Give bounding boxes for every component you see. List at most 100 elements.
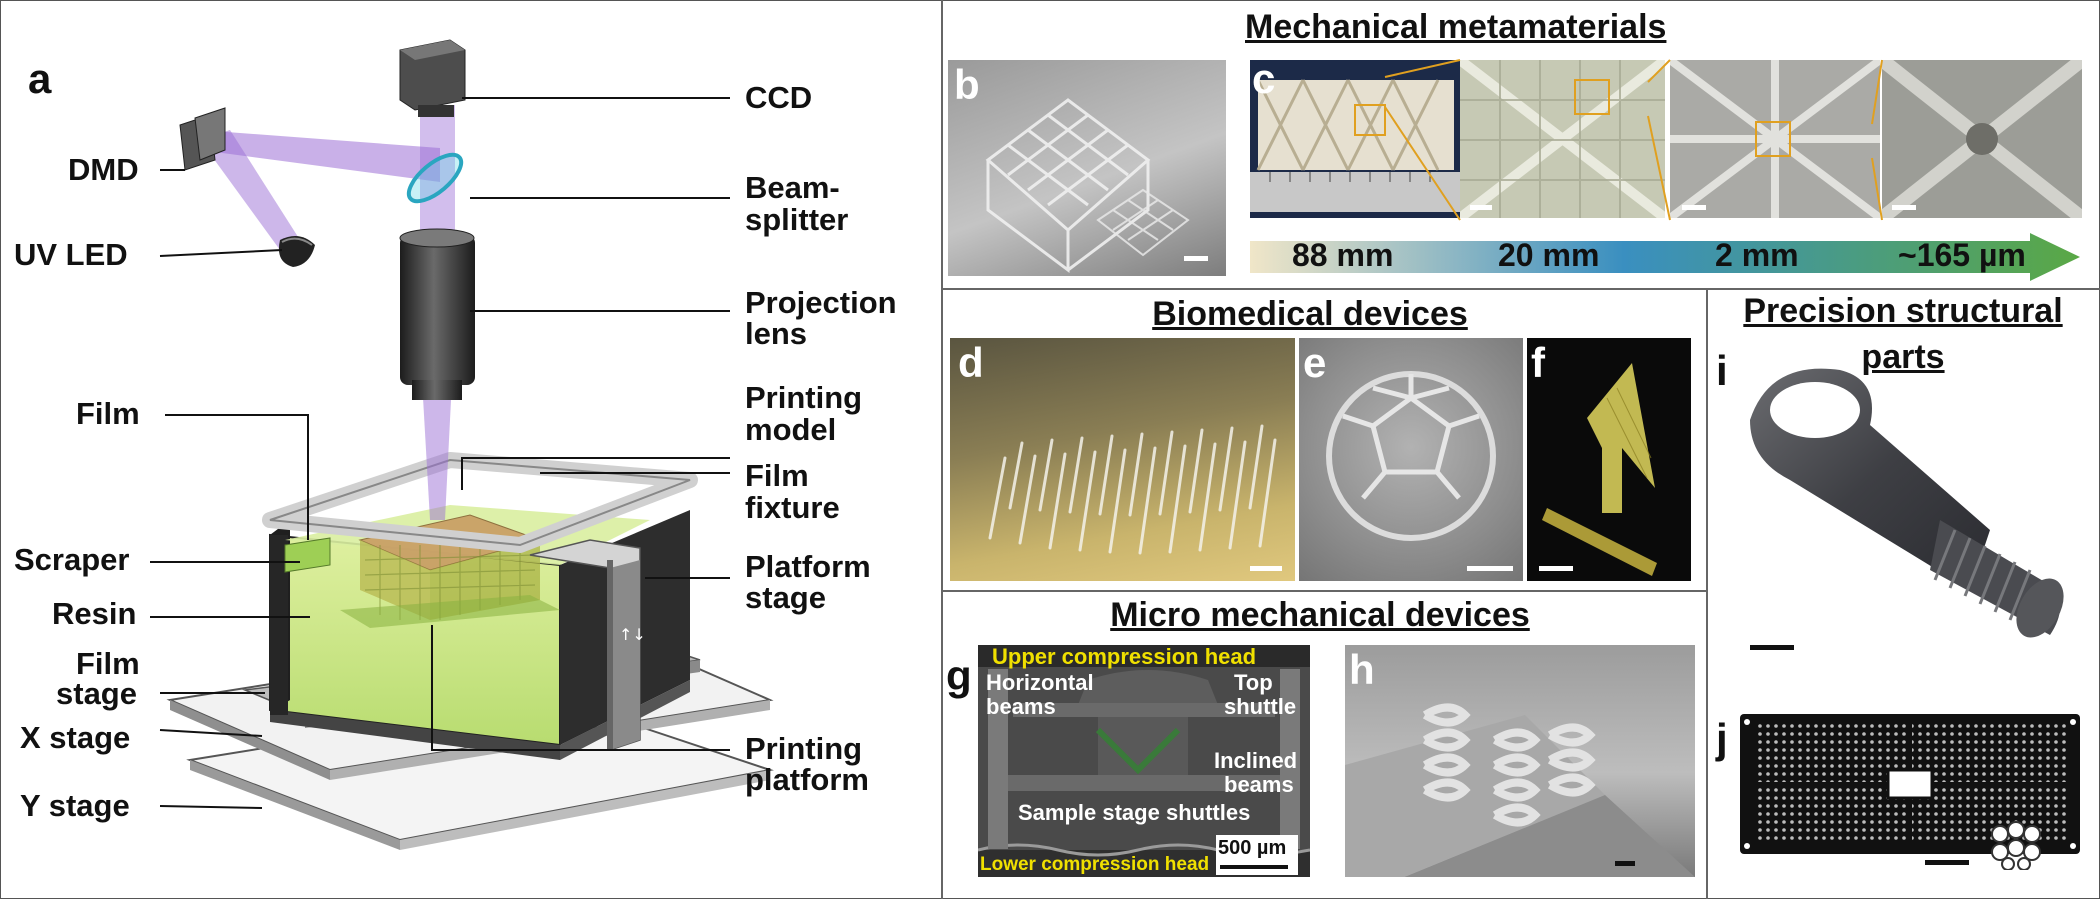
projection-lens-device (399, 228, 475, 400)
panel-letter-j: j (1716, 715, 1728, 762)
beam-projection (422, 380, 452, 520)
scale-bar-b (1184, 256, 1208, 261)
label-sample-stage-shuttles: Sample stage shuttles (1018, 800, 1251, 825)
photo-g-sem-device: Upper compression head Horizontal beams … (978, 645, 1310, 877)
scale-gradient-arrow: 88 mm 20 mm 2 mm ~165 µm (1250, 233, 2080, 281)
photo-c3-lattice-micro (1670, 60, 1880, 218)
micro-device-illustration (1542, 363, 1657, 576)
label-film-stage-line1: Film (76, 646, 140, 681)
label-film: Film (76, 396, 140, 431)
label-top-shuttle-line2: shuttle (1224, 694, 1297, 719)
scale-bar-c2 (1470, 205, 1492, 210)
photo-b-lattice: b (948, 60, 1226, 276)
photo-c2-lattice-zoom (1460, 60, 1665, 218)
lattice-node-illustration (1882, 60, 2082, 218)
label-inclined-beams-line2: beams (1224, 772, 1294, 797)
heading-micro-mechanical-devices: Micro mechanical devices (1110, 596, 1530, 634)
panel-letter-c: c (1252, 60, 1276, 102)
printing-platform (340, 595, 560, 628)
scale-bar-c4 (1892, 205, 1916, 210)
photo-i-connector-part (1730, 340, 2090, 660)
label-uv-led: UV LED (14, 237, 128, 272)
panel-letter-f: f (1531, 339, 1545, 386)
uv-beam-horizontal (200, 130, 440, 182)
scale-bar-h (1615, 861, 1635, 866)
scale-bar-i (1750, 645, 1794, 650)
label-resin: Resin (52, 596, 137, 631)
label-film-fixture-line1: Film (745, 458, 809, 493)
label-printing-model-line1: Printing (745, 380, 863, 415)
photo-j-perforated-plate (1740, 714, 2080, 854)
panel-letter-e: e (1303, 339, 1327, 386)
scale-label-2mm: 2 mm (1715, 237, 1799, 273)
label-y-stage: Y stage (20, 788, 130, 823)
label-horizontal-beams-line1: Horizontal (986, 670, 1094, 695)
label-beam-splitter-line1: Beam- (745, 170, 840, 205)
scale-label-500um: 500 µm (1218, 837, 1287, 859)
scale-bar-j (1925, 860, 1969, 865)
microneedle-array-illustration (988, 424, 1277, 555)
heading-precision-line1: Precision structural (1743, 292, 2063, 330)
micro-springs-illustration (1345, 703, 1695, 877)
lattice-cube-illustration (985, 98, 1190, 273)
scale-panel-g: 500 µm (1216, 835, 1298, 875)
label-printing-model-line2: model (745, 412, 837, 447)
label-x-stage: X stage (20, 720, 131, 755)
scale-bar-f (1539, 566, 1573, 571)
photo-c1-lattice-ruler: c (1250, 60, 1460, 218)
divider-vertical-main (941, 0, 943, 899)
panel-letter-a: a (28, 55, 52, 102)
photo-e-sphere-scaffold: e (1299, 338, 1523, 581)
photo-c4-lattice-node (1882, 60, 2082, 218)
sphere-scaffold-illustration (1326, 371, 1496, 541)
label-ccd: CCD (745, 80, 813, 115)
lattice-ruler-illustration (1250, 79, 1460, 212)
heading-precision-line2: parts (1861, 338, 1945, 376)
label-beam-splitter-line2: splitter (745, 202, 849, 237)
photo-d-microneedles: d (950, 338, 1295, 581)
printer-schematic: ↑↓ (150, 39, 774, 850)
label-inclined-beams-line1: Inclined (1214, 748, 1298, 773)
divider-vertical-right (1706, 288, 1708, 899)
svg-text:↑↓: ↑↓ (619, 625, 646, 644)
label-printing-platform-line2: platform (745, 762, 869, 797)
label-platform-stage-line1: Platform (745, 549, 871, 584)
label-projection-lens-line2: lens (745, 316, 808, 351)
scale-label-165um: ~165 µm (1898, 237, 2026, 273)
label-film-stage-line2: stage (56, 676, 137, 711)
panel-letter-b: b (954, 61, 980, 108)
photo-h-springs: h (1345, 645, 1695, 877)
label-dmd: DMD (68, 152, 139, 187)
panel-letter-d: d (958, 339, 984, 386)
panel-letter-h: h (1349, 646, 1375, 693)
scale-label-20mm: 20 mm (1498, 237, 1600, 273)
zoom-connector-lines (1384, 59, 1883, 221)
scale-bar-e (1467, 566, 1513, 571)
ccd-device (399, 39, 466, 117)
divider-horizontal-top (941, 288, 2100, 290)
scale-bar-d (1250, 566, 1282, 571)
label-top-shuttle-line1: Top (1234, 670, 1273, 695)
uv-beam-diagonal (200, 130, 300, 250)
threaded-part-illustration (1750, 368, 2064, 638)
panel-letter-g: g (946, 652, 972, 699)
dmd-device (179, 107, 226, 171)
lattice-zoom-illustration (1460, 60, 1665, 218)
panel-a: a (0, 0, 940, 899)
beam-splitter-device (406, 152, 464, 204)
label-upper-compression-head: Upper compression head (992, 645, 1257, 669)
label-printing-platform-line1: Printing (745, 731, 863, 766)
label-film-fixture-line2: fixture (745, 490, 840, 525)
uv-led-device (278, 236, 315, 267)
divider-horizontal-mid (941, 590, 1706, 592)
lattice-micro-illustration (1670, 60, 1880, 218)
label-scraper: Scraper (14, 542, 130, 577)
scale-bar-c3 (1682, 205, 1706, 210)
heading-biomedical-devices: Biomedical devices (1152, 295, 1468, 333)
perforated-plate-zoom-inset (1988, 820, 2044, 871)
heading-mechanical-metamaterials: Mechanical metamaterials (1245, 8, 1667, 46)
label-lower-compression-head: Lower compression head (980, 854, 1210, 875)
label-horizontal-beams-line2: beams (986, 694, 1056, 719)
beam-vertical-upper (420, 105, 455, 240)
panel-letter-i: i (1716, 347, 1728, 394)
